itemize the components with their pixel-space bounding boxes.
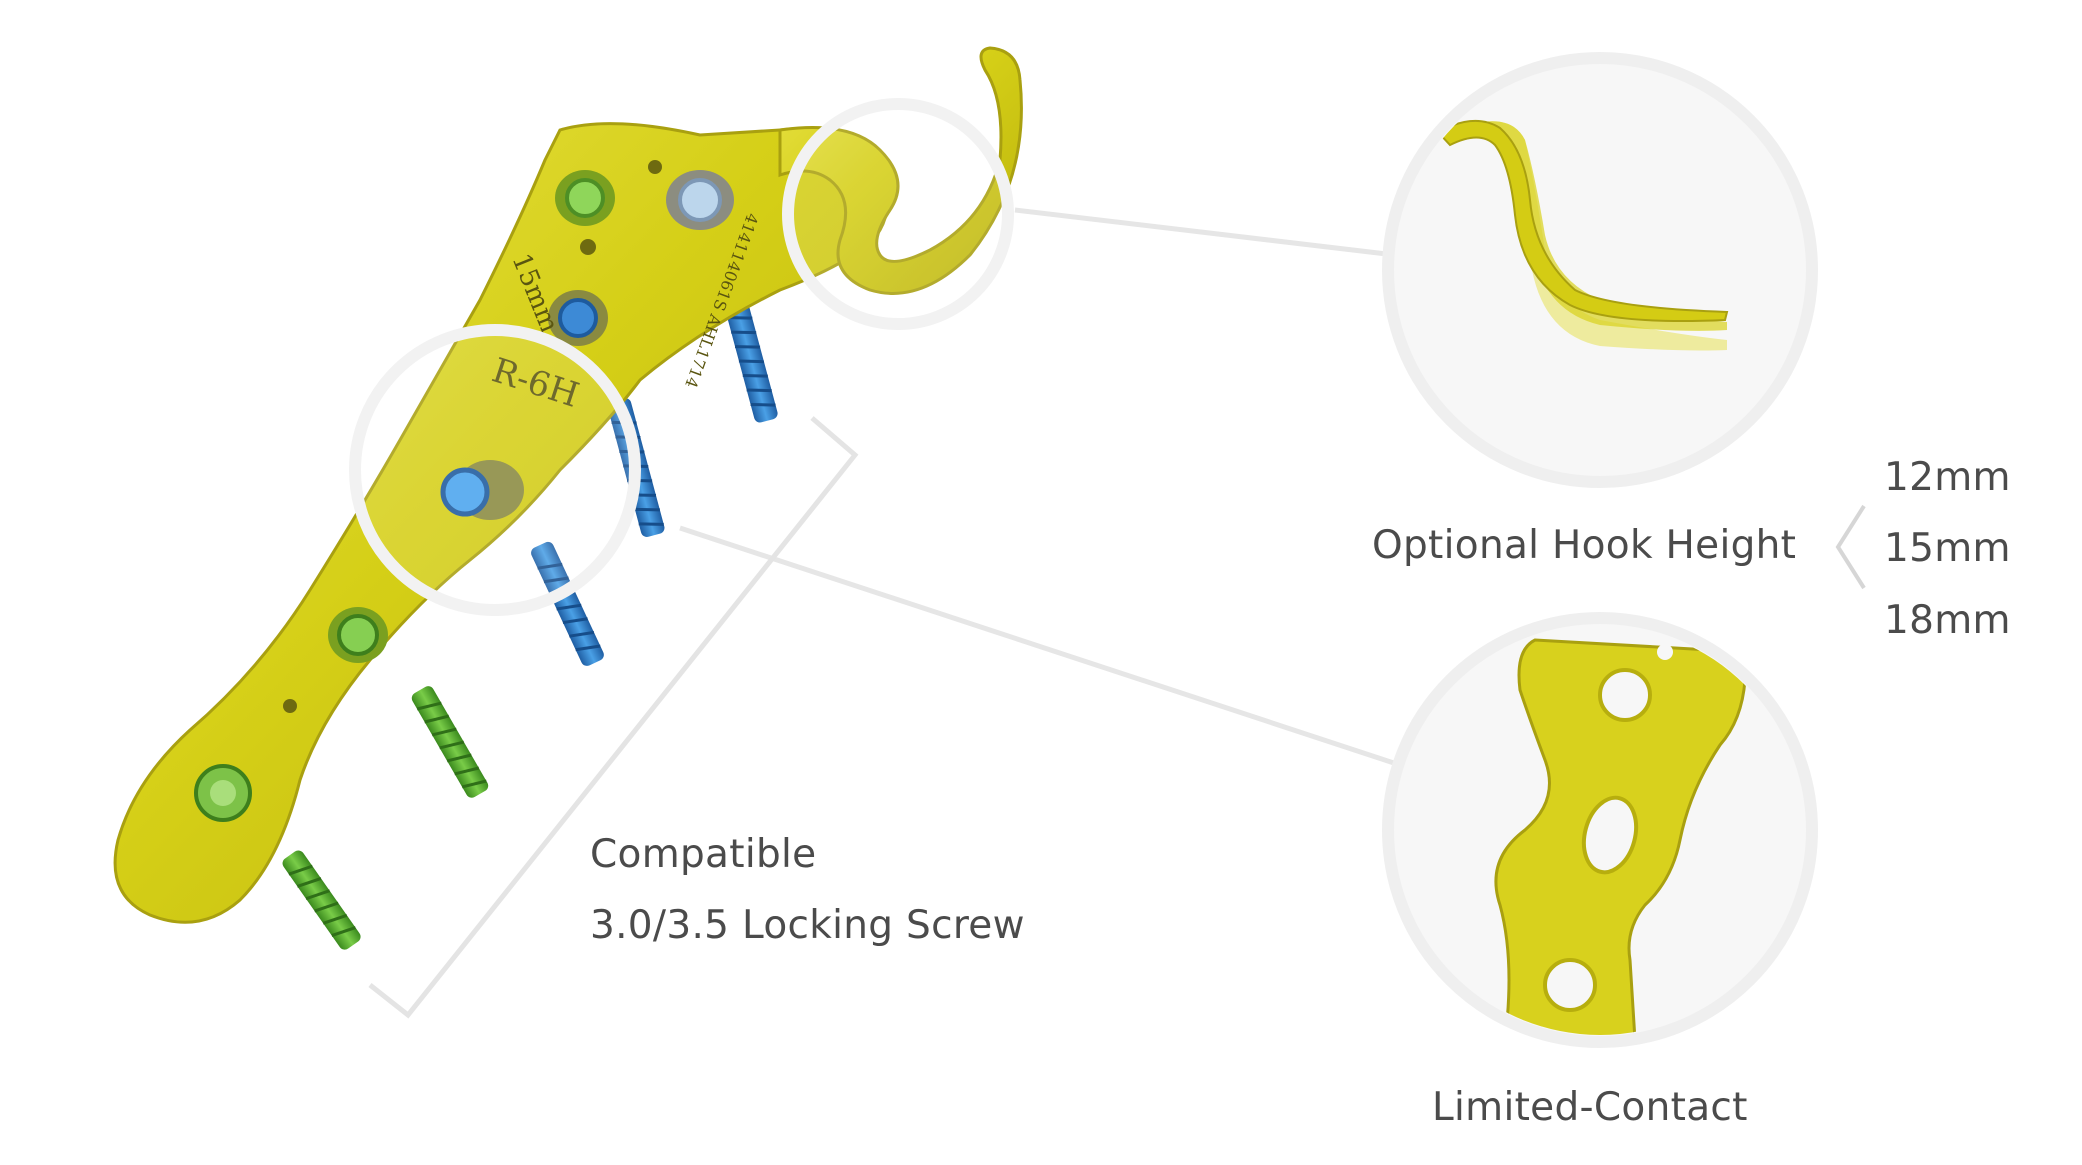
plate-hook — [778, 46, 1023, 295]
screw-highlight-ring — [349, 324, 641, 616]
leader-lines — [679, 207, 1401, 768]
hook-leader-line — [1014, 207, 1396, 258]
green-screw-2 — [282, 850, 361, 950]
hook-profile-15mm — [1460, 121, 1727, 331]
hook-height-option-15mm: 15mm — [1884, 526, 2011, 571]
hook-height-option-12mm: 12mm — [1884, 455, 2011, 500]
compatible-screw-spec: 3.0/3.5 Locking Screw — [590, 903, 1025, 948]
plate-holes — [194, 160, 734, 822]
hook-height-option-18mm: 18mm — [1884, 598, 2011, 643]
hook-profile-12mm — [1436, 119, 1729, 322]
compatible-title: Compatible — [590, 832, 817, 877]
limited-contact-circle — [1382, 612, 1818, 1048]
hook-options-chevron — [1835, 504, 1866, 590]
hook-highlight-ring — [782, 98, 1014, 330]
green-screw-1 — [411, 686, 489, 798]
limited-contact-label: Limited-Contact — [1432, 1085, 1748, 1130]
limited-leader-line — [679, 525, 1401, 768]
compatible-bracket — [368, 416, 859, 1019]
hook-detail-circle — [1382, 52, 1818, 488]
hook-height-label: Optional Hook Height — [1372, 523, 1797, 568]
